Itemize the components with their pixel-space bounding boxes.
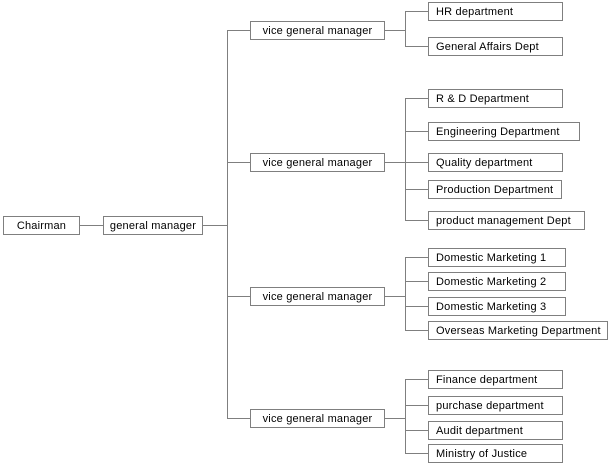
org-node-general-affairs-dept: General Affairs Dept [428, 37, 563, 56]
connector-line [405, 131, 428, 132]
org-node-quality-department: Quality department [428, 153, 563, 172]
org-node-vice-general-manager-1: vice general manager [250, 21, 385, 40]
org-node-vice-general-manager-4: vice general manager [250, 409, 385, 428]
connector-line [203, 225, 227, 226]
connector-line [227, 162, 250, 163]
connector-line [385, 162, 405, 163]
connector-line [405, 430, 428, 431]
org-node-overseas-marketing-department: Overseas Marketing Department [428, 321, 608, 340]
org-node-ministry-of-justice: Ministry of Justice [428, 444, 563, 463]
org-node-audit-department: Audit department [428, 421, 563, 440]
connector-line [405, 46, 428, 47]
connector-line [405, 306, 428, 307]
connector-line [385, 30, 405, 31]
connector-line [405, 11, 406, 47]
org-node-hr-department: HR department [428, 2, 563, 21]
org-node-purchase-department: purchase department [428, 396, 563, 415]
connector-line [405, 162, 428, 163]
org-node-r-d-department: R & D Department [428, 89, 563, 108]
connector-line [227, 418, 250, 419]
org-node-chairman: Chairman [3, 216, 80, 235]
connector-line [80, 225, 103, 226]
org-node-production-department: Production Department [428, 180, 562, 199]
connector-line [385, 296, 405, 297]
connector-line [405, 98, 406, 221]
org-node-general-manager: general manager [103, 216, 203, 235]
connector-line [227, 30, 250, 31]
connector-line [405, 220, 428, 221]
org-node-domestic-marketing-2: Domestic Marketing 2 [428, 272, 566, 291]
org-node-domestic-marketing-3: Domestic Marketing 3 [428, 297, 566, 316]
connector-line [405, 330, 428, 331]
connector-line [405, 405, 428, 406]
org-node-finance-department: Finance department [428, 370, 563, 389]
connector-line [405, 379, 428, 380]
connector-line [405, 281, 428, 282]
org-node-vice-general-manager-3: vice general manager [250, 287, 385, 306]
connector-line [385, 418, 405, 419]
connector-line [405, 453, 428, 454]
connector-line [405, 257, 406, 331]
org-node-product-management-dept: product management Dept [428, 211, 585, 230]
org-node-engineering-department: Engineering Department [428, 122, 580, 141]
org-node-vice-general-manager-2: vice general manager [250, 153, 385, 172]
connector-line [405, 11, 428, 12]
connector-line [405, 257, 428, 258]
connector-line [227, 296, 250, 297]
org-node-domestic-marketing-1: Domestic Marketing 1 [428, 248, 566, 267]
connector-line [405, 189, 428, 190]
connector-line [405, 379, 406, 454]
connector-line [405, 98, 428, 99]
connector-line [227, 30, 228, 419]
